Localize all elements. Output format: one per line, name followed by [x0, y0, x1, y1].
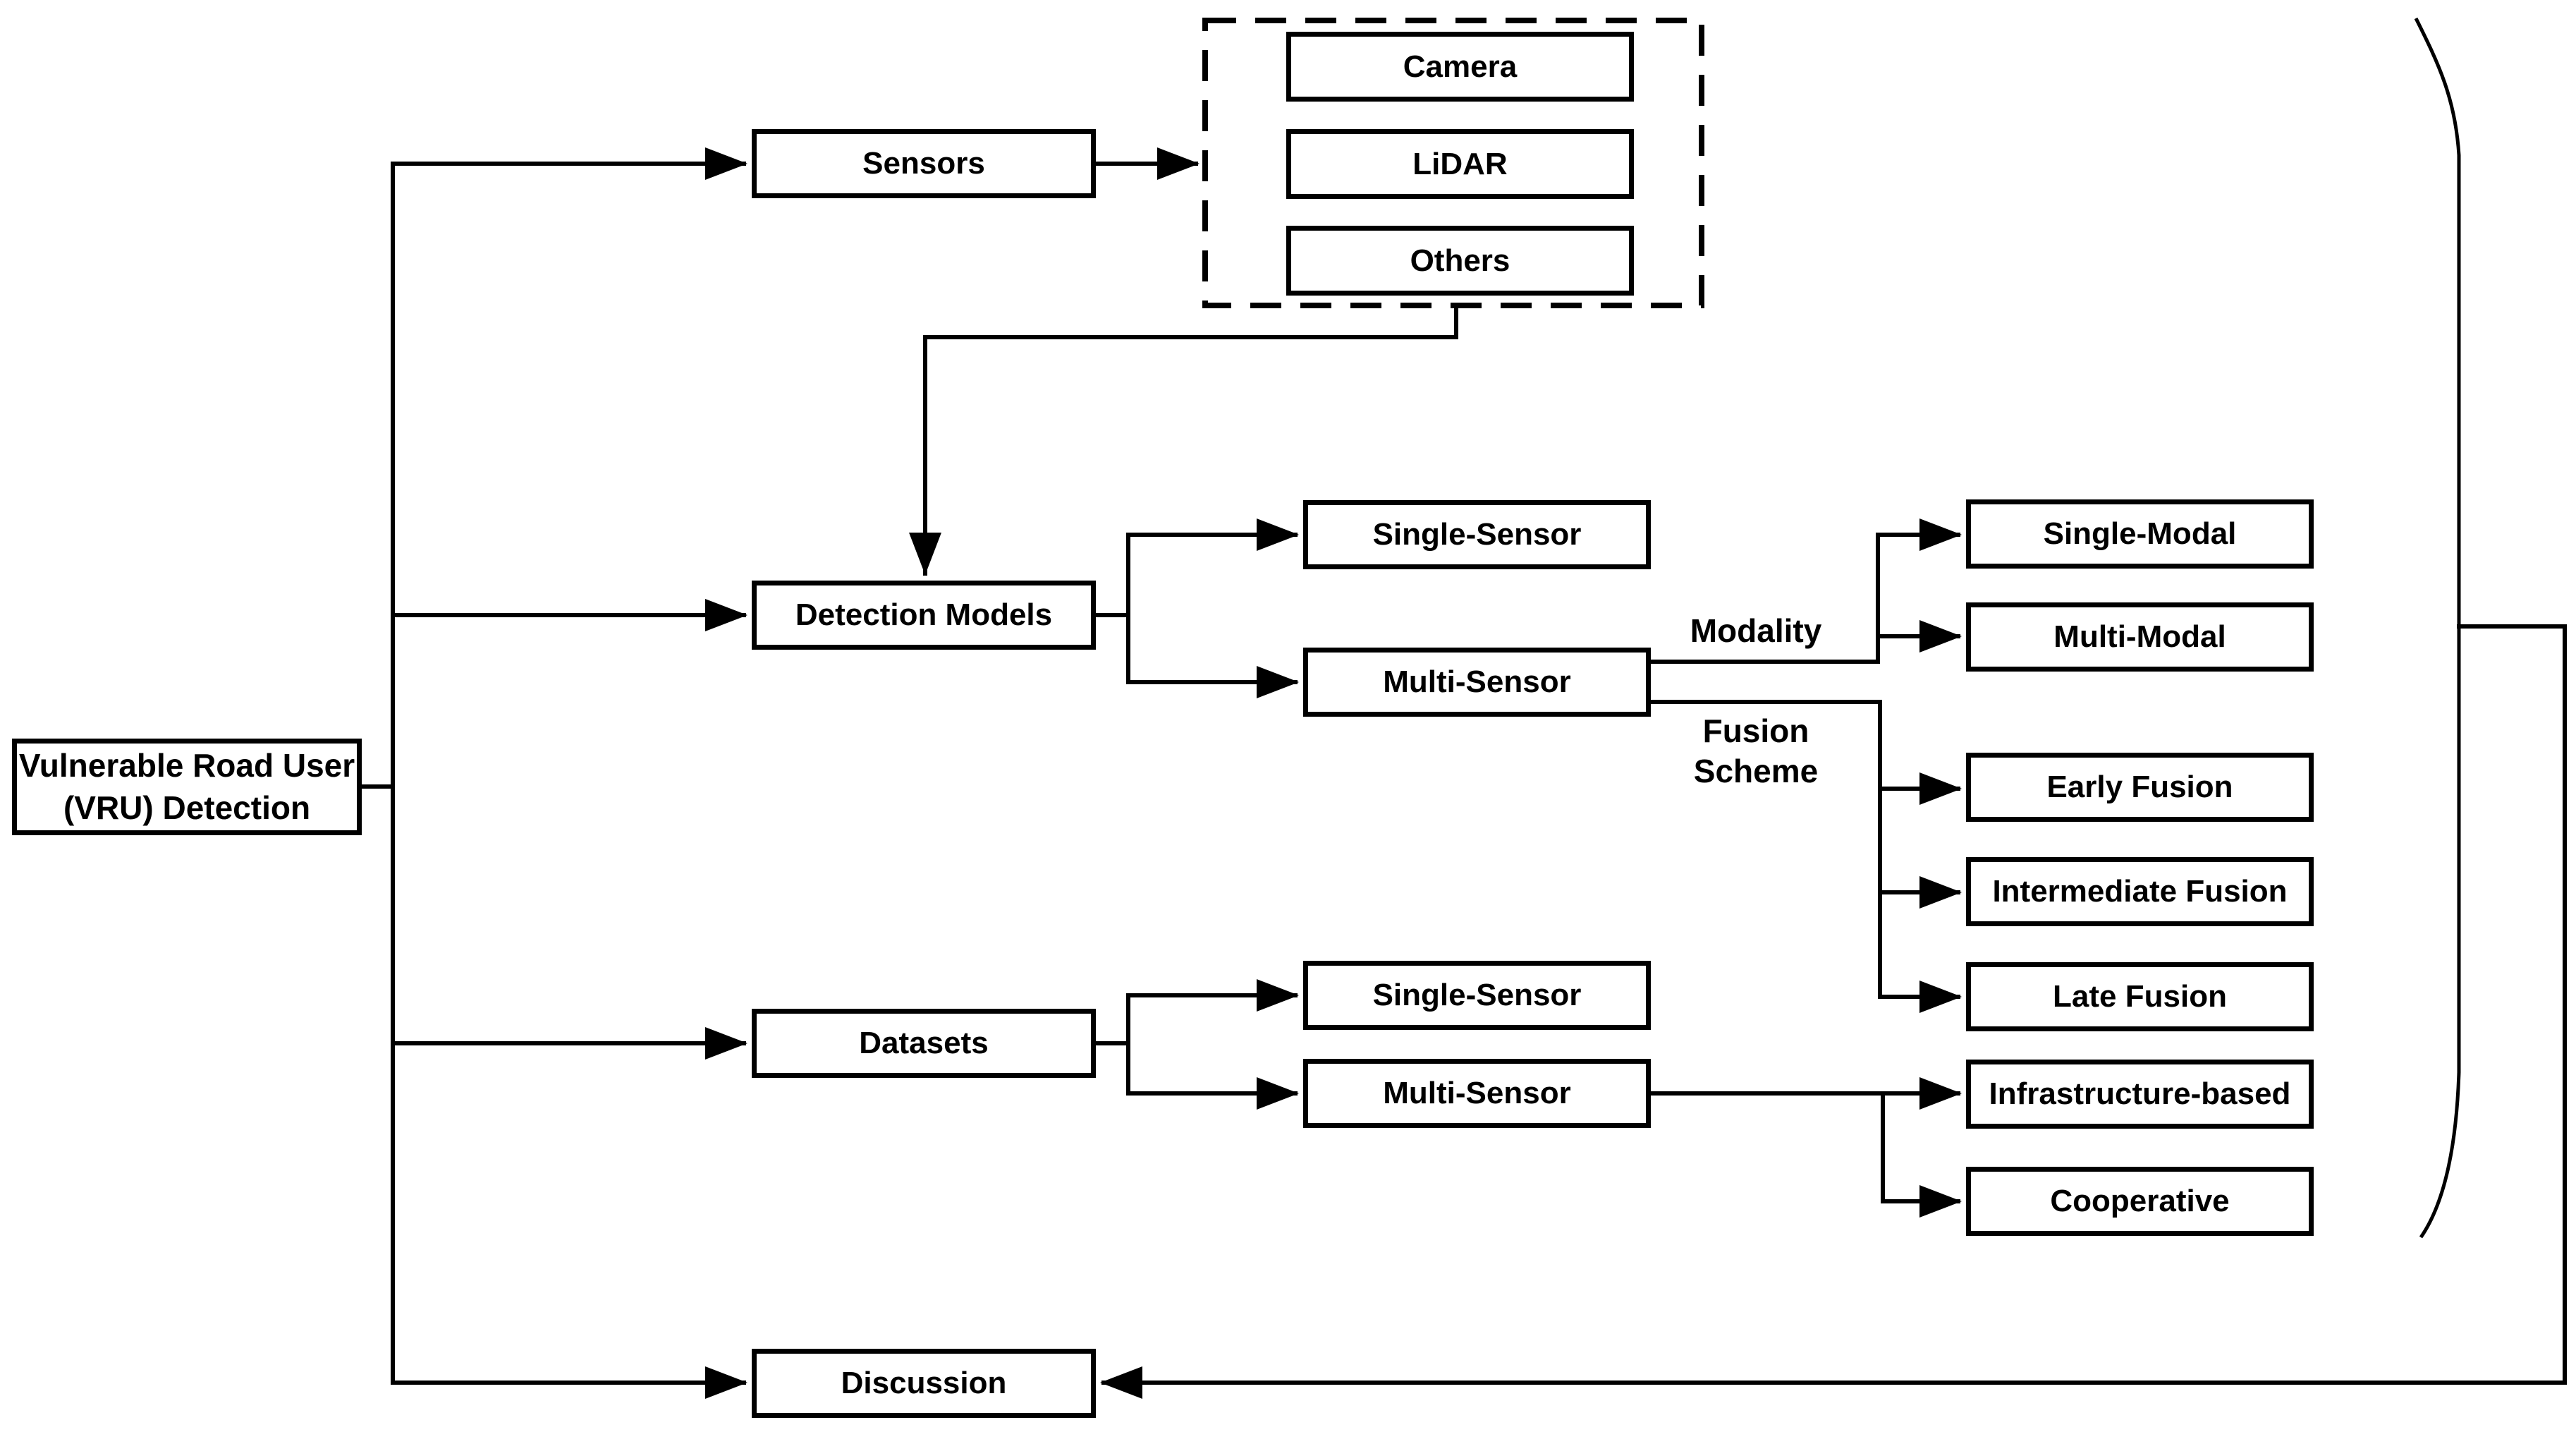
- detection-models-box: Detection Models: [752, 581, 1096, 650]
- datasets-multi-sensor-box: Multi-Sensor: [1303, 1059, 1651, 1128]
- datasets-single-sensor-label: Single-Sensor: [1372, 978, 1582, 1013]
- fusion-scheme-label-line1: Fusion: [1702, 712, 1809, 749]
- lidar-box: LiDAR: [1286, 129, 1634, 199]
- camera-label: Camera: [1403, 49, 1518, 84]
- vru-root-label-line1: Vulnerable Road User: [18, 746, 355, 784]
- detection-models-label: Detection Models: [795, 597, 1053, 633]
- modality-branch-line: [1649, 533, 1880, 664]
- detection-single-sensor-label: Single-Sensor: [1372, 517, 1582, 552]
- infrastructure-based-box: Infrastructure-based: [1966, 1060, 2314, 1129]
- fusion-scheme-label: Fusion Scheme: [1643, 709, 1869, 794]
- datasets-label: Datasets: [859, 1026, 989, 1061]
- lidar-label: LiDAR: [1412, 146, 1508, 181]
- discussion-label: Discussion: [841, 1366, 1007, 1401]
- sensors-box: Sensors: [752, 129, 1096, 198]
- vru-root-label-line2: (VRU) Detection: [63, 789, 311, 826]
- single-modal-label: Single-Modal: [2043, 516, 2237, 552]
- curve-to-right-edge-connector: [2457, 624, 2567, 1385]
- vru-detection-root-box: Vulnerable Road User (VRU) Detection: [12, 739, 362, 835]
- single-modal-box: Single-Modal: [1966, 499, 2314, 569]
- early-fusion-box: Early Fusion: [1966, 753, 2314, 822]
- cooperative-label: Cooperative: [2050, 1184, 2230, 1219]
- infrastructure-based-label: Infrastructure-based: [1989, 1076, 2291, 1112]
- late-fusion-box: Late Fusion: [1966, 962, 2314, 1031]
- intermediate-fusion-box: Intermediate Fusion: [1966, 857, 2314, 926]
- camera-box: Camera: [1286, 32, 1634, 102]
- datasets-box: Datasets: [752, 1009, 1096, 1078]
- modality-label: Modality: [1690, 612, 1822, 650]
- fusion-scheme-branch-line: [1649, 700, 1882, 999]
- intermediate-fusion-label: Intermediate Fusion: [1992, 874, 2288, 909]
- discussion-box: Discussion: [752, 1349, 1096, 1418]
- datasets-multi-sensor-label: Multi-Sensor: [1383, 1076, 1571, 1111]
- multi-modal-box: Multi-Modal: [1966, 602, 2314, 672]
- sensor-types-group-box: [1202, 18, 1704, 308]
- fusion-scheme-label-line2: Scheme: [1693, 753, 1819, 789]
- detection-single-sensor-box: Single-Sensor: [1303, 500, 1651, 569]
- detection-multi-sensor-label: Multi-Sensor: [1383, 665, 1571, 700]
- datasets-single-sensor-box: Single-Sensor: [1303, 961, 1651, 1030]
- sensors-label: Sensors: [862, 146, 985, 181]
- sensor-types-to-detection-models-arrow: [909, 306, 1458, 576]
- late-fusion-label: Late Fusion: [2053, 979, 2227, 1014]
- early-fusion-label: Early Fusion: [2046, 770, 2233, 805]
- summary-brace-curve: [2414, 17, 2461, 1239]
- others-box: Others: [1286, 226, 1634, 296]
- multi-modal-label: Multi-Modal: [2053, 619, 2226, 655]
- cooperative-box: Cooperative: [1966, 1167, 2314, 1236]
- others-label: Others: [1410, 243, 1510, 278]
- detection-multi-sensor-box: Multi-Sensor: [1303, 648, 1651, 717]
